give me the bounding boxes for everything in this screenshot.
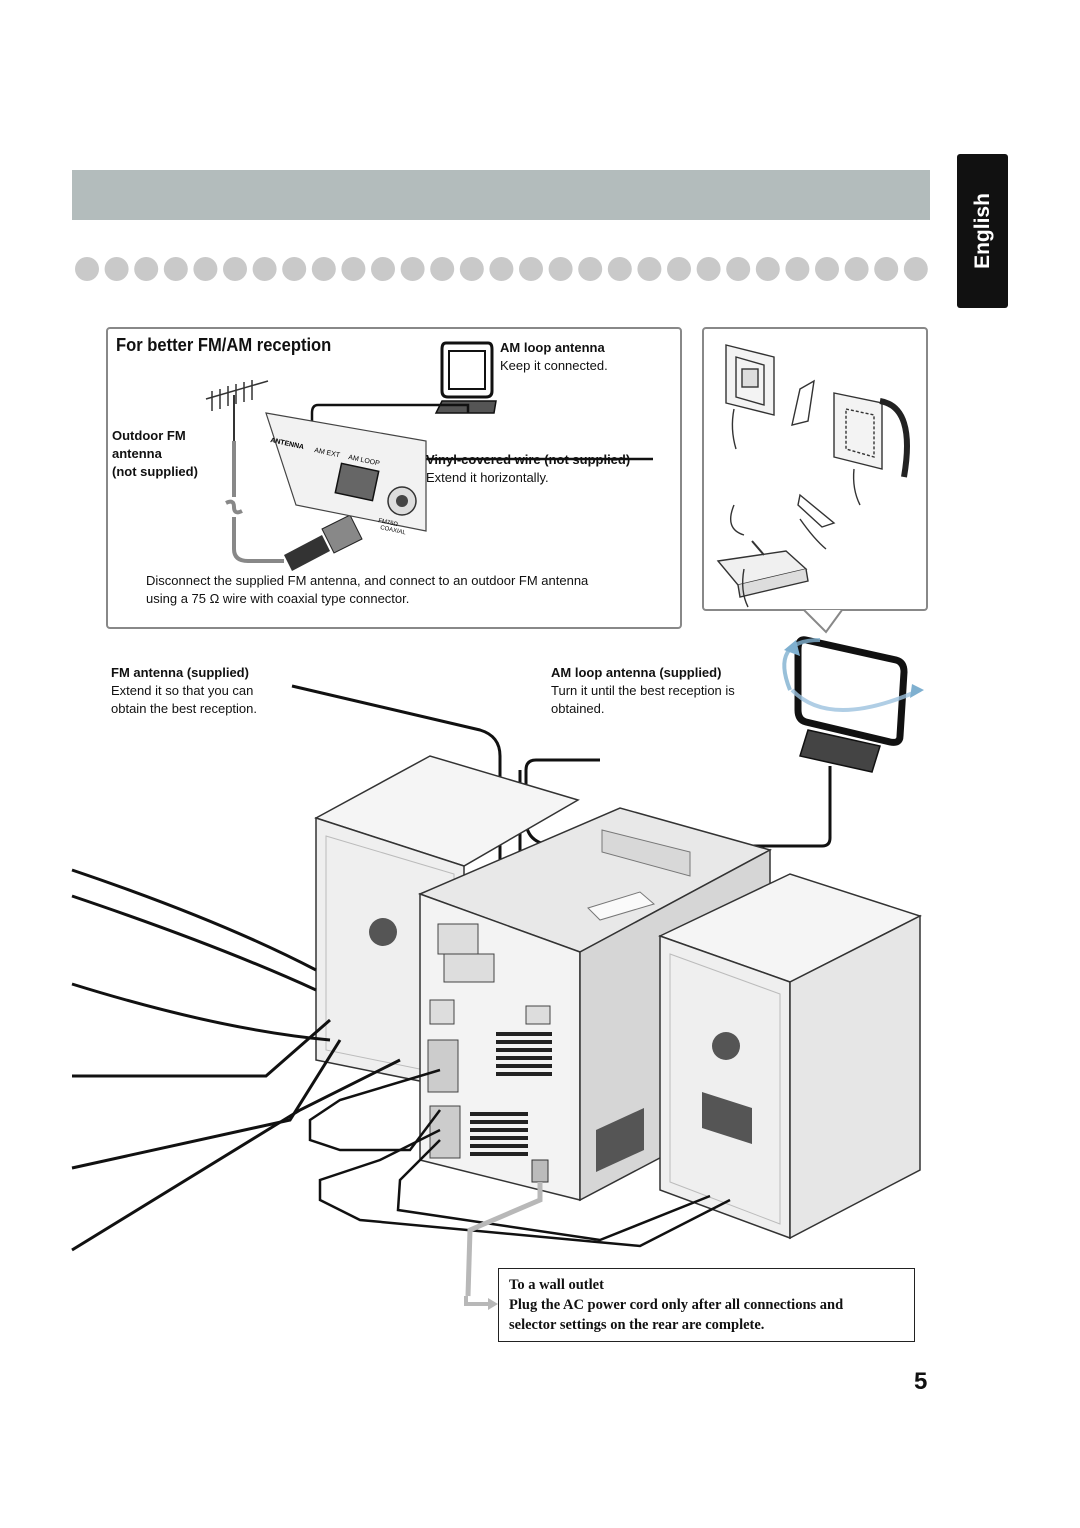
vinyl-wire-heading: Vinyl-covered wire (not supplied)	[426, 452, 631, 467]
reception-title: For better FM/AM reception	[116, 335, 332, 355]
am-supplied-heading: AM loop antenna (supplied)	[551, 665, 722, 680]
fm-supplied-line1: Extend it so that you can	[111, 683, 254, 698]
antenna-jack-panel-icon: ANTENNA AM EXT AM LOOP FM75Ω COAXIAL	[265, 412, 427, 537]
decorative-dot	[104, 257, 129, 281]
outdoor-fm-line3: (not supplied)	[112, 464, 198, 479]
decorative-dot	[193, 257, 218, 281]
decorative-dot	[75, 257, 99, 281]
decorative-dot	[548, 257, 573, 281]
outlet-line1: Plug the AC power cord only after all co…	[509, 1297, 844, 1313]
decorative-dot	[578, 257, 603, 281]
decorative-dot	[341, 257, 366, 281]
page-number: 5	[914, 1368, 928, 1395]
reception-instruction-line2: using a 75 Ω wire with coaxial type conn…	[146, 591, 410, 606]
language-tab[interactable]: English	[957, 154, 1008, 308]
am-supplied-line1: Turn it until the best reception is	[551, 683, 735, 698]
decorative-dot	[785, 257, 810, 281]
am-loop-note: Keep it connected.	[500, 358, 608, 373]
jack-coaxial-label: COAXIAL	[380, 525, 407, 536]
reception-illustration: ANTENNA AM EXT AM LOOP FM75Ω COAXIAL	[205, 341, 653, 571]
decorative-dot	[311, 257, 336, 281]
decorative-dot	[134, 257, 159, 281]
decorative-dot	[282, 257, 307, 281]
antenna-assembly-panel	[702, 327, 928, 611]
decorative-dot	[637, 257, 662, 281]
decorative-dot	[844, 257, 869, 281]
am-loop-supplied-icon	[782, 636, 924, 773]
decorative-dot	[519, 257, 543, 281]
am-loop-heading: AM loop antenna	[500, 340, 605, 355]
decorative-dot	[223, 257, 247, 281]
vinyl-wire-note: Extend it horizontally.	[426, 470, 549, 485]
decorative-dot	[459, 257, 484, 281]
decorative-dot	[874, 257, 899, 281]
fm-supplied-line2: obtain the best reception.	[111, 701, 257, 716]
decorative-dot	[726, 257, 751, 281]
outdoor-fm-antenna-icon	[205, 380, 269, 441]
am-supplied-line2: obtained.	[551, 701, 605, 716]
decorative-dot	[815, 257, 839, 281]
antenna-assembly-illustration	[716, 344, 910, 608]
outdoor-fm-line1: Outdoor FM	[112, 428, 186, 443]
decorative-dot	[489, 257, 514, 281]
outlet-line2: selector settings on the rear are comple…	[509, 1317, 765, 1333]
right-speaker-icon	[658, 873, 922, 1240]
decorative-dot	[607, 257, 632, 281]
outlet-heading: To a wall outlet	[509, 1277, 604, 1293]
reception-instruction-line1: Disconnect the supplied FM antenna, and …	[146, 573, 589, 588]
dot-row	[75, 257, 928, 281]
decorative-dot	[400, 257, 425, 281]
decorative-dot	[371, 257, 395, 281]
decorative-dot	[696, 257, 721, 281]
decorative-dot	[163, 257, 188, 281]
reception-panel: For better FM/AM reception	[106, 327, 682, 629]
decorative-dot	[430, 257, 455, 281]
fm-supplied-heading: FM antenna (supplied)	[111, 665, 249, 680]
decorative-dot	[667, 257, 691, 281]
outdoor-fm-line2: antenna	[112, 446, 162, 461]
jack-fm75-label: FM75Ω	[378, 518, 399, 528]
section-banner	[72, 170, 930, 220]
decorative-dot	[755, 257, 780, 281]
wall-outlet-note: To a wall outlet Plug the AC power cord …	[498, 1268, 915, 1342]
decorative-dot	[252, 257, 277, 281]
decorative-dot	[903, 257, 928, 281]
am-loop-antenna-icon	[434, 341, 497, 414]
